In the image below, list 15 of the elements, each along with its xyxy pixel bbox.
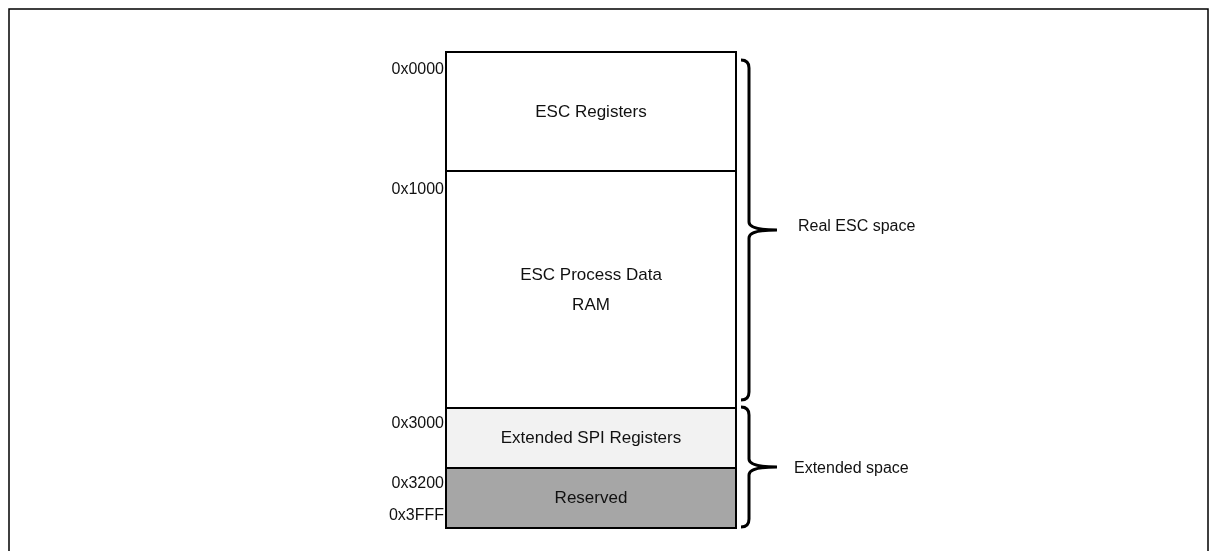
memory-region <box>445 51 737 172</box>
region-label: ESC Registers <box>535 100 647 123</box>
region-label: Reserved <box>554 487 628 509</box>
address-label: 0x0000 <box>391 60 444 78</box>
region-label: Extended SPI Registers <box>500 427 682 449</box>
range-label: Real ESC space <box>798 217 916 235</box>
address-label: 0x3FFF <box>388 506 444 524</box>
memory-region <box>445 170 737 409</box>
memory-region <box>445 407 737 469</box>
address-label: 0x3200 <box>391 474 444 492</box>
address-label: 0x3000 <box>391 414 444 432</box>
range-label: Extended space <box>794 459 909 477</box>
region-label: ESC Process Data RAM <box>519 263 663 316</box>
memory-region <box>445 467 737 529</box>
address-label: 0x1000 <box>391 180 444 198</box>
